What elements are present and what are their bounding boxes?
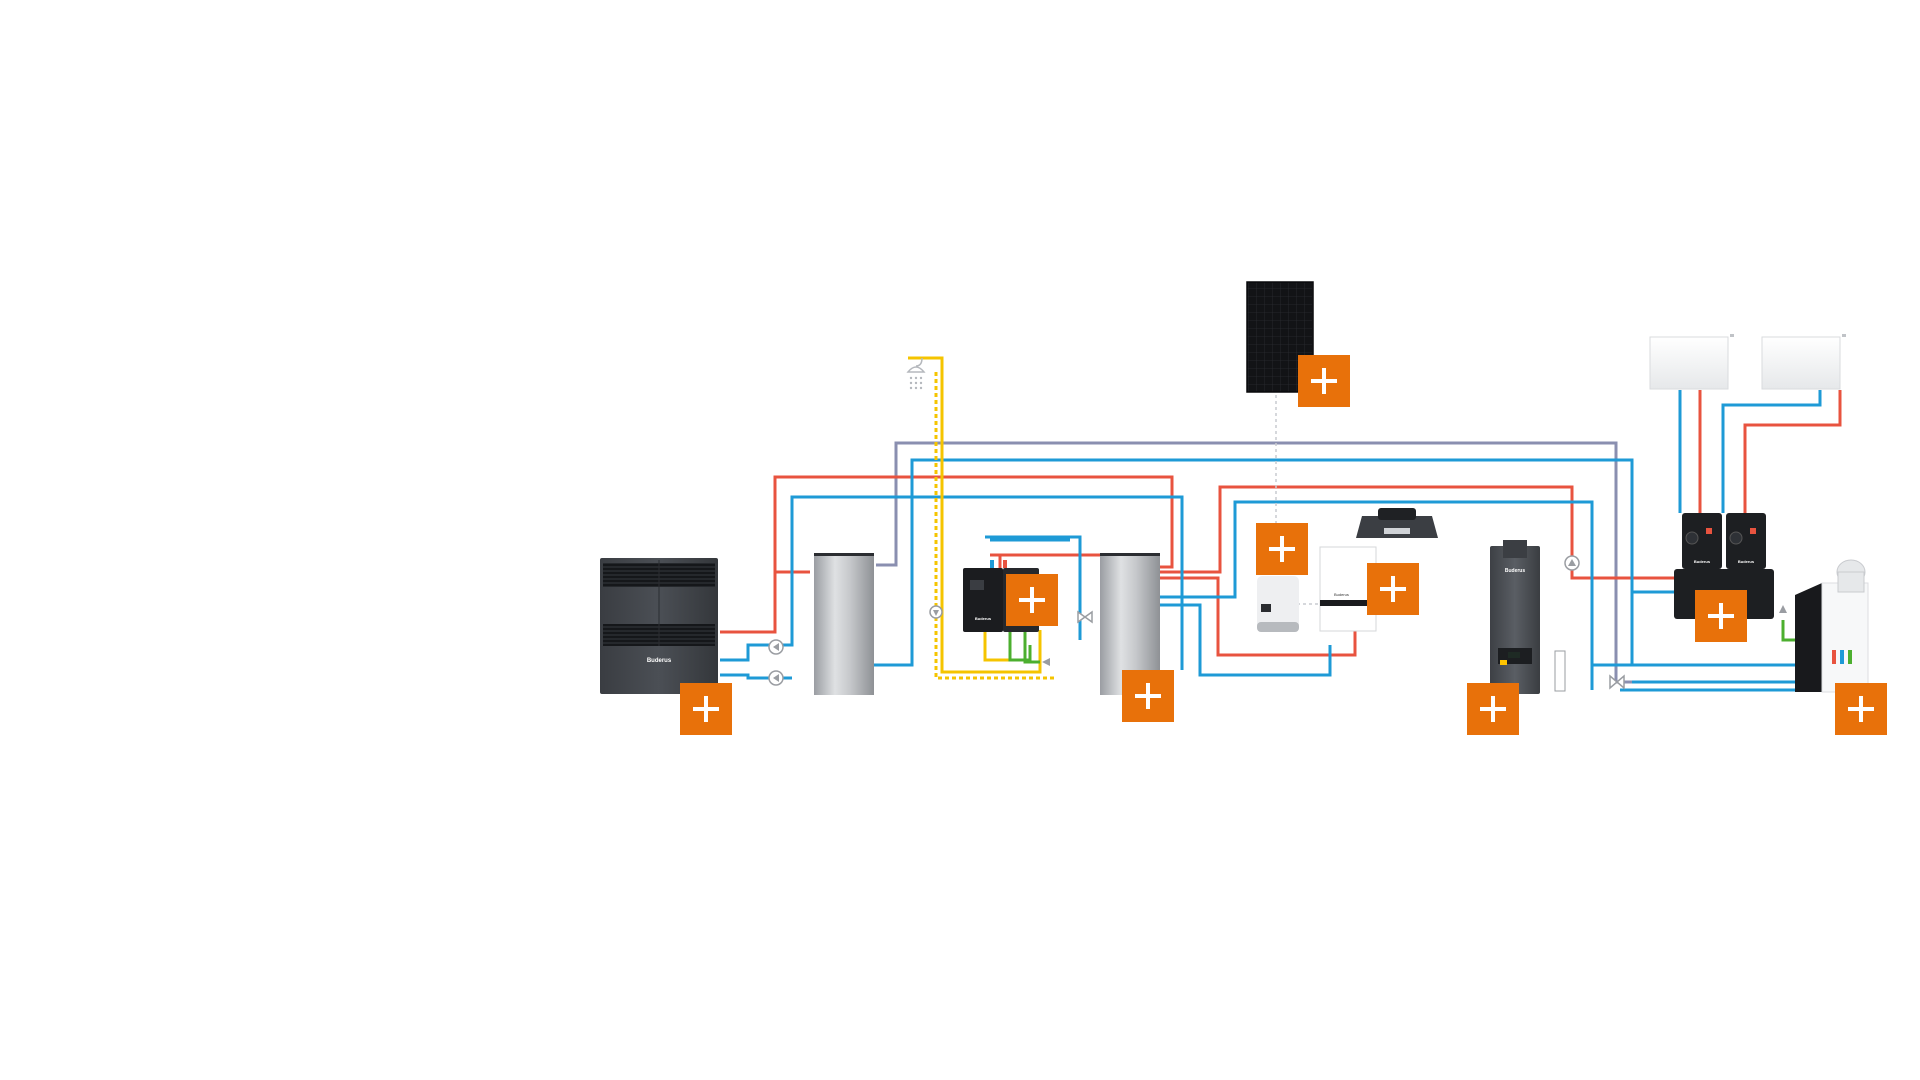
plus-icon [1380,576,1406,602]
pump-icon [1564,555,1580,571]
smart-controller[interactable] [1356,508,1438,538]
hotspot-control-unit[interactable] [1367,563,1419,615]
brand-logo: Buderus [1505,568,1526,574]
brand-logo: Buderus [647,658,672,664]
radiators [1649,334,1846,390]
brand-logo: Buderus [1334,592,1349,597]
hotspot-pv-inverter[interactable] [1256,523,1308,575]
air-heat-pump[interactable]: Buderus [600,558,718,694]
hotspot-heating-circuit-modules[interactable] [1695,590,1747,642]
brand-logo: Buderus [1738,559,1755,564]
cold-water-pipes [1008,620,1795,664]
vent-icon [1042,658,1050,666]
brand-logo: Buderus [1694,559,1711,564]
return-pipes [720,390,1822,692]
plus-icon [1269,536,1295,562]
vent-icon [1779,605,1787,613]
hotspot-pv-module[interactable] [1298,355,1350,407]
hotspot-air-heat-pump[interactable] [680,683,732,735]
plus-icon [1311,368,1337,394]
plus-icon [693,696,719,722]
control-unit[interactable]: Buderus [1319,546,1377,632]
pump-icon [768,639,784,655]
shower-icon [906,357,926,390]
mixing-valve-icon [1077,610,1093,624]
mixing-valve-icon [1609,674,1625,690]
brand-logo: Buderus [975,616,992,621]
pv-inverter[interactable] [1257,576,1299,632]
pump-icon [768,670,784,686]
compact-heat-station[interactable] [1795,559,1869,693]
buffer-tank[interactable] [814,553,874,695]
pump-icon [929,605,943,619]
condensing-boiler[interactable]: Buderus [1490,540,1566,694]
hotspot-condensing-boiler[interactable] [1467,683,1519,735]
plus-icon [1135,683,1161,709]
hotspot-compact-heat-station[interactable] [1835,683,1887,735]
plus-icon [1480,696,1506,722]
plus-icon [1848,696,1874,722]
plus-icon [1708,603,1734,629]
hotspot-dhw-cylinder[interactable] [1122,670,1174,722]
plus-icon [1019,587,1045,613]
hotspot-fresh-water-station[interactable] [1006,574,1058,626]
pipe-network [720,356,1842,692]
